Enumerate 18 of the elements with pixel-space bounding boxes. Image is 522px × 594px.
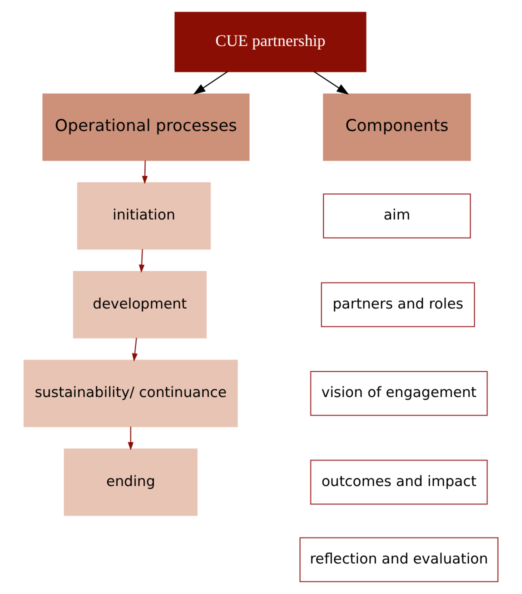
node-box: Operational processes xyxy=(42,94,250,161)
node-box: development xyxy=(73,270,207,338)
node-box: initiation xyxy=(77,182,211,250)
node-box: vision of engagement xyxy=(310,370,488,416)
arrow xyxy=(142,160,148,184)
node-box: aim xyxy=(322,193,471,238)
arrow xyxy=(128,426,134,450)
node-box: sustainability/ continuance xyxy=(24,360,238,428)
node-box: partners and roles xyxy=(320,282,475,328)
node-box: outcomes and impact xyxy=(310,460,488,505)
node-box: ending xyxy=(64,448,198,516)
arrow xyxy=(132,338,138,362)
arrow xyxy=(193,71,228,95)
arrow xyxy=(314,71,349,95)
node-box: CUE partnership xyxy=(174,12,366,72)
arrow xyxy=(138,249,145,273)
node-box: reflection and evaluation xyxy=(300,537,498,582)
node-box: Components xyxy=(322,94,471,161)
